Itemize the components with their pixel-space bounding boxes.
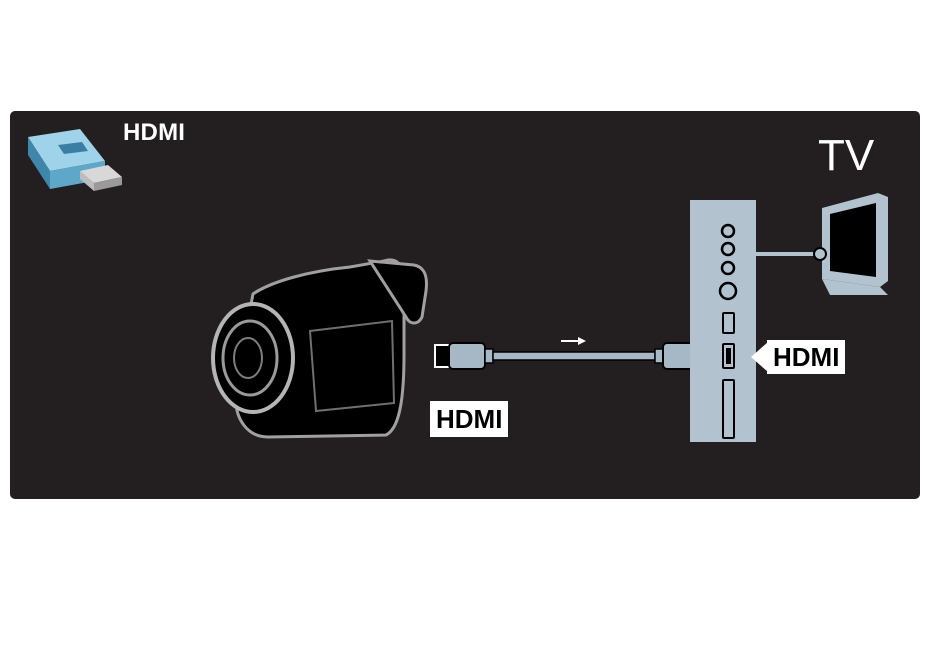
tv-hdmi-port-label: HDMI	[767, 340, 845, 374]
card-slot	[723, 380, 734, 438]
hdmi-connector-icon	[28, 129, 122, 191]
port-slot-1	[723, 313, 734, 333]
port-jack-1	[722, 225, 734, 237]
flat-tv-icon	[814, 193, 888, 295]
hdmi-heading: HDMI	[123, 119, 185, 147]
diagram-panel: HDMI TV HDMI HDMI	[10, 111, 920, 499]
hdmi-cable	[435, 343, 713, 369]
arrow-right-icon	[561, 337, 586, 345]
diagram-canvas	[10, 111, 920, 499]
port-jack-3	[722, 262, 734, 274]
port-jack-4	[720, 283, 736, 299]
port-jack-2	[722, 243, 734, 255]
tv-heading: TV	[818, 131, 874, 181]
label-pointer	[751, 342, 768, 372]
camcorder-icon	[213, 260, 427, 437]
cable-hdmi-label: HDMI	[430, 401, 508, 437]
tv-connection-panel	[690, 200, 818, 442]
